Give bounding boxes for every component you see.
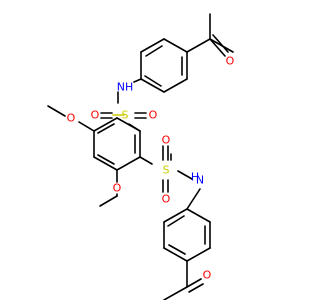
bond [144,75,162,87]
oxygen-atom-label: O [162,134,171,147]
bond [139,156,153,165]
bond [186,247,211,262]
oxygen-atom-label: O [149,109,158,122]
nitrogen-atom-label: N [196,174,204,187]
top-acetyl-group [209,13,234,57]
structure-diagram: O NH S O O O O S O O H N O [47,13,235,300]
bond [168,244,186,255]
bond [116,156,141,171]
top-methoxy-group [47,105,95,132]
sulfur-atom-label: S [122,109,129,122]
oxygen-atom-label: O [91,109,100,122]
bond [97,154,115,165]
bond [209,38,226,57]
bottom-acetyl-group [163,260,204,300]
bond [140,78,165,93]
bond [212,34,229,53]
sulfur-atom-label: S [163,164,170,177]
bond [133,78,142,83]
central-benzene-ring [93,117,141,171]
bond [186,278,202,288]
bottom-sulfonamide [139,145,201,210]
bottom-methoxy-group [99,169,118,207]
bond [163,286,188,300]
bond [188,283,204,293]
bond [97,123,115,134]
oxygen-atom-label: O [162,193,171,206]
bond [186,38,211,53]
bond [163,38,188,53]
oxygen-atom-label: O [113,182,122,195]
bond [163,78,188,93]
bond [116,117,141,132]
molecule-canvas: O NH S O O O O S O O H N O [47,13,235,300]
top-phenyl-ring [140,38,211,93]
hydrogen-atom-label: H [191,171,199,184]
bond [145,45,163,57]
bond [78,121,95,132]
bond [167,215,185,227]
oxygen-atom-label: O [203,269,212,282]
bottom-phenyl-ring [163,208,211,262]
bond [93,117,118,132]
bond [140,38,165,53]
oxygen-atom-label: O [67,112,76,125]
bond [186,188,201,210]
bond [93,156,118,171]
oxygen-atom-label: O [226,55,235,68]
bond [177,170,193,180]
nitrogen-atom-label: NH [117,81,134,94]
bond [47,105,66,117]
bond [99,195,118,207]
bond [186,208,211,223]
bond [163,247,188,262]
bond [163,208,188,223]
